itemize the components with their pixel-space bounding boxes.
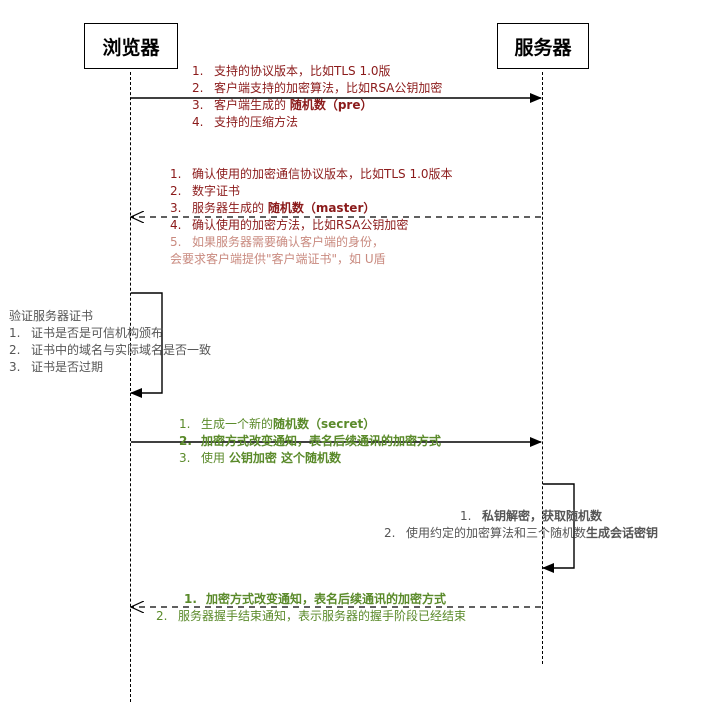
server-hello-item-4: 4.确认使用的加密方法，比如RSA公钥加密 [170,218,409,232]
client-hello-item-4: 4.支持的压缩方法 [192,115,299,129]
client-key-item-3: 3.使用 公钥加密 这个随机数 [179,451,342,465]
server-lifeline [542,72,543,664]
client-key-item-1: 1.生成一个新的随机数（secret） [179,417,376,431]
server-participant: 服务器 [497,23,589,69]
client-hello-item-3: 3.客户端生成的 随机数（pre） [192,98,373,112]
verify-title: 验证服务器证书 [9,309,94,323]
server-decrypt-item-2: 2.使用约定的加密算法和三个随机数生成会话密钥 [384,526,659,540]
server-hello-item-3: 3.服务器生成的 随机数（master） [170,201,376,215]
server-hello-item-5: 5.如果服务器需要确认客户端的身份， [170,235,385,249]
browser-lifeline [130,72,131,702]
server-hello-item-1: 1.确认使用的加密通信协议版本，比如TLS 1.0版本 [170,167,453,181]
verify-item-3: 3.证书是否过期 [9,360,104,374]
client-hello-item-2: 2.客户端支持的加密算法，比如RSA公钥加密 [192,81,443,95]
server-decrypt-self-arrow [542,483,575,573]
server-hello-item-5-cont: 会要求客户端提供"客户端证书"，如 U盾 [170,252,386,266]
server-hello-item-2: 2.数字证书 [170,184,241,198]
verify-item-1: 1.证书是否是可信机构颁布 [9,326,164,340]
verify-item-2: 2.证书中的域名与实际域名是否一致 [9,343,212,357]
server-decrypt-item-1: 1.私钥解密，获取随机数 [460,509,603,523]
client-hello-item-1: 1.支持的协议版本，比如TLS 1.0版 [192,64,391,78]
browser-participant: 浏览器 [84,23,178,69]
server-finish-item-2: 2.服务器握手结束通知，表示服务器的握手阶段已经结束 [156,609,467,623]
server-finish-item-1: 1.加密方式改变通知，表名后续通讯的加密方式 [184,592,447,606]
verify-self-arrow [130,292,163,398]
client-key-item-2: 2.加密方式改变通知，表名后续通讯的加密方式 [179,434,442,448]
